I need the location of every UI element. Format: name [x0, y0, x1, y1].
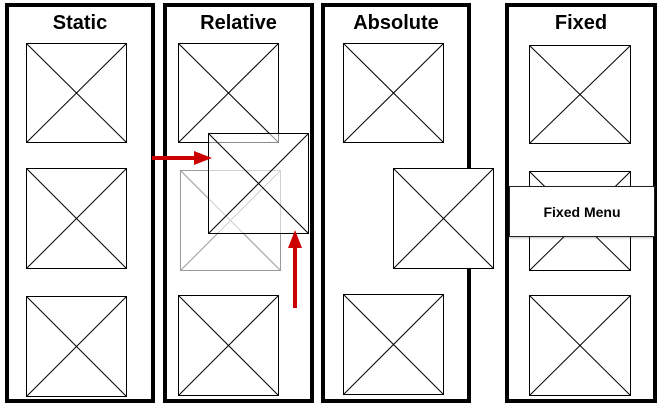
- image-placeholder-icon: [26, 168, 127, 269]
- image-placeholder-icon: [529, 295, 631, 396]
- column-title: Static: [52, 12, 108, 34]
- offset-image-placeholder-icon: [208, 133, 309, 234]
- column-title: Relative: [200, 12, 277, 34]
- image-placeholder-icon: [529, 45, 631, 144]
- arrow-right-icon: [152, 151, 212, 165]
- image-placeholder-icon: [26, 43, 127, 143]
- arrow-up-icon: [288, 230, 302, 308]
- fixed-menu-label: Fixed Menu: [543, 203, 621, 220]
- absolute-image-placeholder-icon: [393, 168, 494, 269]
- image-placeholder-icon: [178, 43, 279, 143]
- image-placeholder-icon: [178, 295, 279, 396]
- fixed-menu[interactable]: Fixed Menu: [509, 186, 655, 237]
- image-placeholder-icon: [26, 296, 127, 397]
- column-title: Fixed: [554, 12, 608, 34]
- column-title: Absolute: [353, 12, 439, 34]
- image-placeholder-icon: [343, 43, 444, 143]
- image-placeholder-icon: [343, 294, 444, 395]
